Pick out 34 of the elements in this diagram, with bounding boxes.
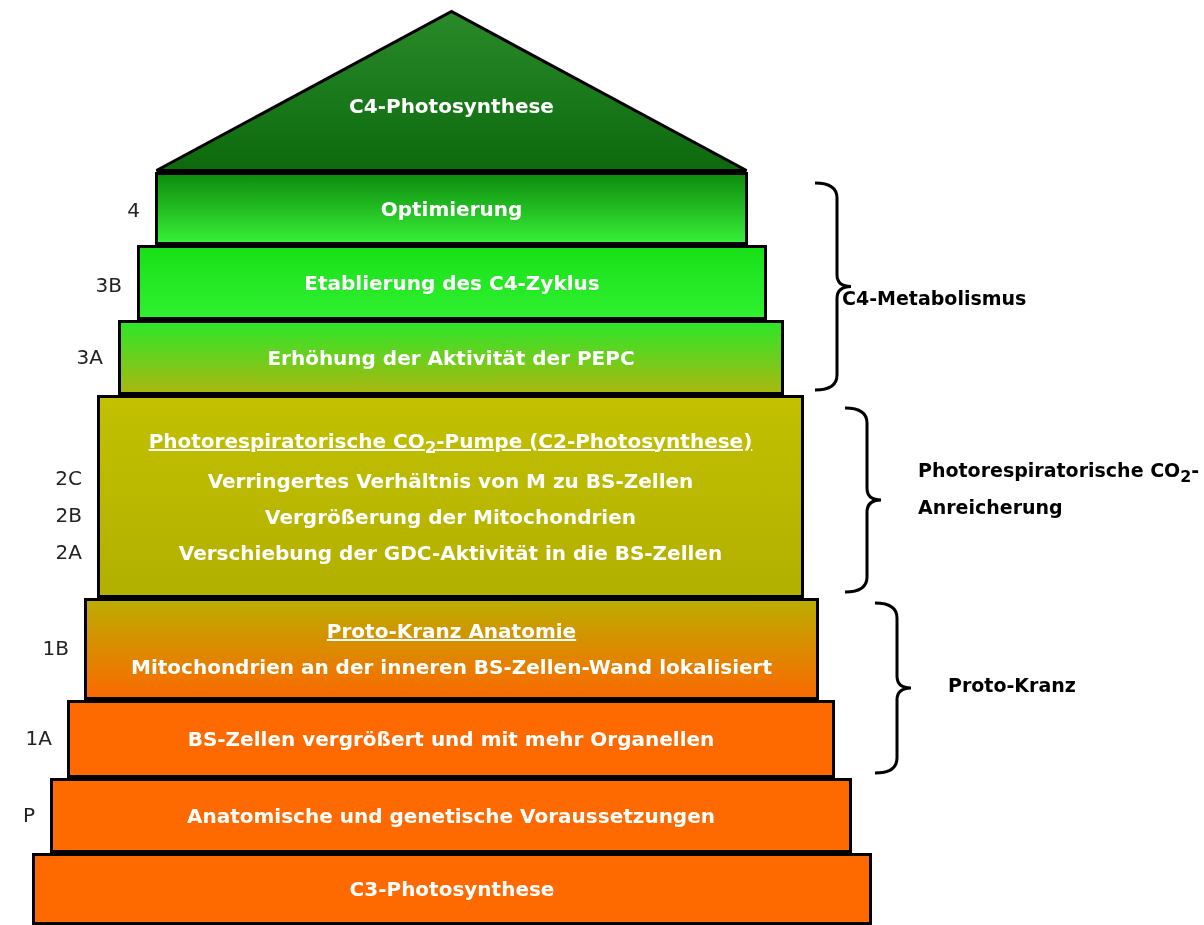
brace-label: Photorespiratorische CO$_{2}$-Anreicherung: [918, 458, 1200, 520]
pyramid-tier: [137, 245, 767, 320]
pyramid-tier: [155, 172, 748, 245]
tier-text: C3-Photosynthese: [349, 877, 555, 901]
step-number: 3B: [94, 273, 122, 297]
pyramid-tier: [67, 700, 835, 778]
tier-text: Verschiebung der GDC-Aktivität in die BS-Zellen: [178, 540, 723, 565]
step-number: 2B: [54, 503, 82, 527]
tier-text: Verringertes Verhältnis von M zu BS-Zellen: [207, 468, 694, 493]
step-number: 2C: [54, 466, 82, 490]
tier-text: Optimierung: [380, 196, 523, 221]
step-number: 1B: [41, 636, 69, 660]
pyramid-tier: [97, 395, 804, 598]
step-number: 3A: [75, 345, 103, 369]
step-number: 4: [126, 198, 140, 222]
tier-text: BS-Zellen vergrößert und mit mehr Organellen: [187, 727, 715, 751]
tier-text: Erhöhung der Aktivität der PEPC: [267, 345, 635, 370]
tier-text: C4-Photosynthese: [348, 94, 555, 118]
brace-label: Proto-Kranz: [948, 673, 1076, 698]
brace-label: C4-Metabolismus: [842, 286, 1027, 311]
tier-text: Anatomische und genetische Voraussetzungen: [187, 803, 715, 828]
pyramid-roof: [155, 10, 748, 172]
pyramid-tier: [84, 598, 819, 700]
pyramid-tier: [32, 853, 872, 925]
step-number: 1A: [24, 726, 52, 750]
tier-text: Etablierung des C4-Zyklus: [304, 270, 600, 295]
step-number: P: [21, 803, 35, 827]
tier-heading: Proto-Kranz Anatomie: [326, 619, 577, 643]
pyramid-tier: [118, 320, 784, 395]
tier-heading: Photorespiratorische CO$_{2}$-Pumpe (C2-Photosynthese): [148, 428, 753, 457]
tier-text: Vergrößerung der Mitochondrien: [265, 504, 636, 529]
pyramid-tier: [50, 778, 852, 853]
tier-text: Mitochondrien an der inneren BS-Zellen-Wand lokalisiert: [131, 655, 772, 679]
step-number: 2A: [54, 540, 82, 564]
